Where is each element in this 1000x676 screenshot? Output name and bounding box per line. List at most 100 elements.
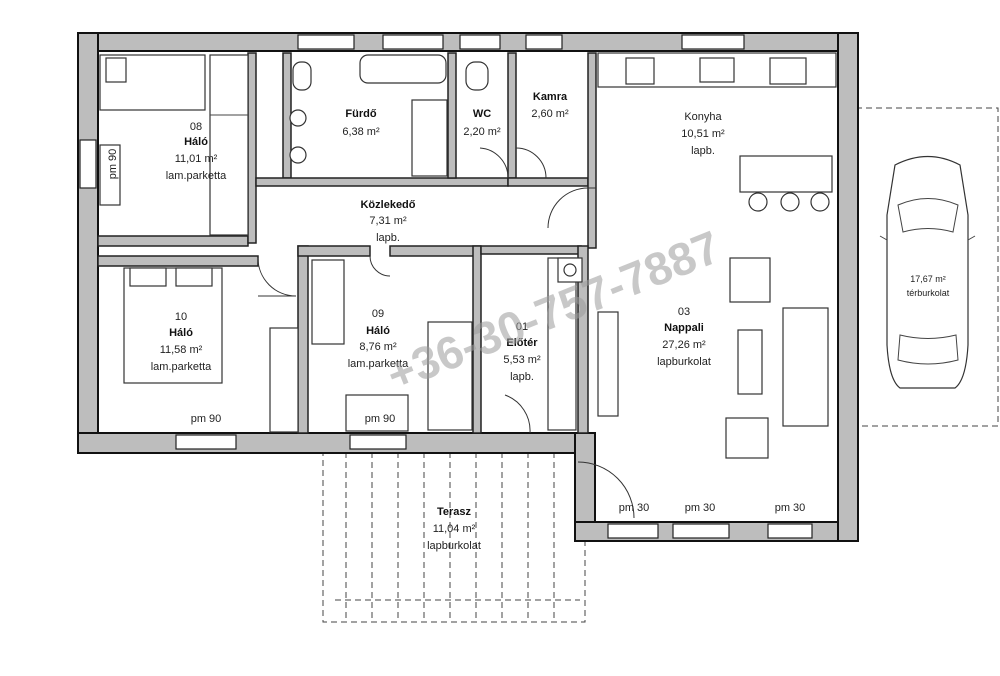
tv-unit (597, 311, 619, 417)
armchair (725, 417, 769, 459)
label-kozlekedo: Közlekedő 7,31 m² lapb. (360, 199, 415, 244)
label-eloter: 01 Előtér 5,53 m² lapb. (503, 321, 541, 383)
label-halo09: 09 Háló 8,76 m² lam.parketta (348, 308, 409, 370)
note-pm90: pm 90 (191, 413, 222, 425)
room-area: 8,76 m² (359, 341, 397, 353)
window (349, 434, 407, 450)
window (767, 523, 813, 539)
room-name: Előtér (506, 337, 538, 349)
room-area: 17,67 m² (910, 274, 946, 284)
room-number: 08 (190, 121, 202, 133)
bed-09 (427, 321, 473, 431)
desk-08 (99, 144, 121, 206)
room-name: Terasz (437, 506, 472, 518)
room-area: 5,53 m² (503, 354, 541, 366)
shower (411, 99, 448, 177)
window (79, 139, 97, 189)
label-konyha: Konyha 10,51 m² lapb. (681, 111, 725, 157)
armchair (729, 257, 771, 303)
room-number: 03 (678, 306, 690, 318)
label-halo08: 08 Háló 11,01 m² lam.parketta (166, 121, 227, 182)
window (459, 34, 501, 50)
room-name: Közlekedő (360, 199, 415, 211)
room-area: 10,51 m² (681, 128, 725, 140)
room-floor: lapburkolat (657, 356, 711, 368)
entry-cabinet (547, 257, 577, 431)
room-name: Nappali (664, 322, 704, 334)
room-floor: lapburkolat (427, 540, 481, 552)
room-floor: lapb. (376, 232, 400, 244)
kitchen-island (739, 155, 833, 193)
door (515, 147, 547, 179)
wardrobe-09 (311, 259, 345, 345)
toilet-bath (292, 61, 312, 91)
door (577, 461, 635, 519)
bed-08 (99, 54, 206, 111)
room-area: 7,31 m² (369, 215, 407, 227)
door (369, 255, 391, 277)
toilet-wc (465, 61, 489, 91)
room-area: 27,26 m² (662, 339, 706, 351)
car-icon (879, 156, 976, 389)
wardrobe-08 (209, 54, 249, 236)
room-name: Kamra (533, 91, 568, 103)
windows (79, 34, 813, 539)
room-floor: lapb. (691, 145, 715, 157)
note-pm90: pm 90 (365, 413, 396, 425)
door (547, 187, 589, 229)
label-halo10: 10 Háló 11,58 m² lam.parketta (151, 311, 212, 373)
label-parking: 17,67 m² térburkolat (907, 274, 950, 298)
room-area: 2,60 m² (531, 108, 569, 120)
room-floor: térburkolat (907, 288, 950, 298)
bathtub (359, 54, 447, 84)
room-area: 2,20 m² (463, 126, 501, 138)
label-terasz: Terasz 11,04 m² lapburkolat (427, 506, 481, 552)
bed-10 (123, 267, 223, 384)
room-name: Háló (184, 136, 208, 148)
window (607, 523, 659, 539)
room-area: 11,01 m² (175, 153, 218, 165)
interior-walls (97, 52, 597, 434)
label-kamra: Kamra 2,60 m² (531, 91, 569, 120)
room-number: 09 (372, 308, 384, 320)
note-pm30: pm 30 (775, 502, 806, 514)
room-number: 10 (175, 311, 187, 323)
window (297, 34, 355, 50)
hob-icon (769, 57, 807, 85)
window (672, 523, 730, 539)
room-name: Konyha (684, 111, 722, 123)
room-floor: lam.parketta (151, 361, 212, 373)
door (257, 257, 297, 297)
coffee-table (737, 329, 763, 395)
label-nappali: 03 Nappali 27,26 m² lapburkolat (657, 306, 711, 368)
terrace-area (322, 451, 586, 623)
room-floor: lam.parketta (348, 358, 409, 370)
room-name: Fürdő (345, 108, 376, 120)
note-pm30: pm 30 (619, 502, 650, 514)
sink-kitchen (699, 57, 735, 83)
room-name: WC (473, 108, 491, 120)
label-furdo: Fürdő 6,38 m² (342, 108, 380, 138)
sofa (782, 307, 829, 427)
window (382, 34, 444, 50)
wardrobe-10 (269, 327, 299, 433)
window (681, 34, 745, 50)
door (504, 394, 531, 434)
room-area: 11,04 m² (433, 523, 476, 535)
room-number: 01 (516, 321, 528, 333)
window (175, 434, 237, 450)
room-floor: lapb. (510, 371, 534, 383)
stove-icon (625, 57, 655, 85)
window (525, 34, 563, 50)
note-pm90: pm 90 (107, 149, 119, 180)
room-name: Háló (169, 327, 193, 339)
room-floor: lam.parketta (166, 170, 227, 182)
terrace-grid (335, 452, 580, 622)
room-area: 11,58 m² (160, 344, 203, 356)
note-pm30: pm 30 (685, 502, 716, 514)
sink (289, 109, 307, 127)
sink (289, 146, 307, 164)
label-wc: WC 2,20 m² (463, 108, 501, 138)
room-area: 6,38 m² (342, 126, 380, 138)
